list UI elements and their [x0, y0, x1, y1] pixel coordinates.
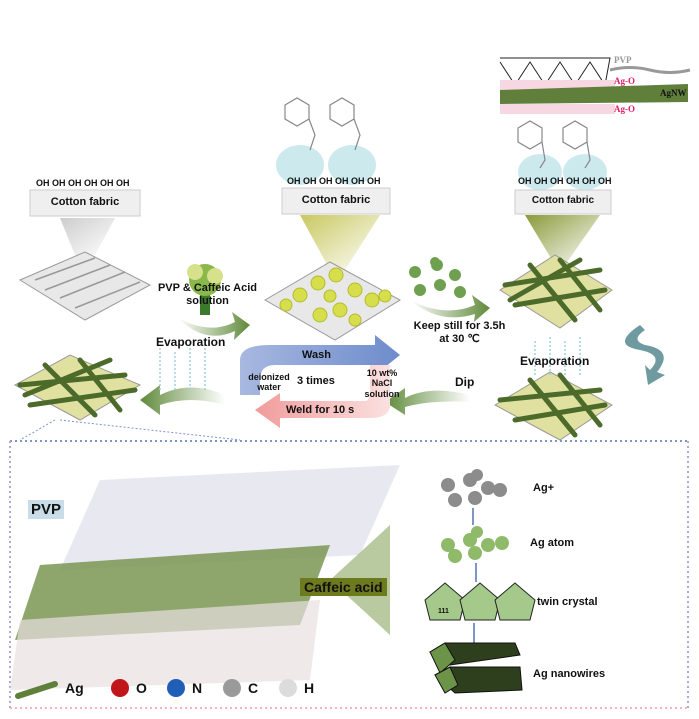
fabric-box-2	[281, 187, 391, 215]
evaporation-label-right: Evaporation	[520, 354, 590, 368]
fabric-box-1	[29, 189, 141, 217]
weld-label: Weld for 10 s	[286, 404, 355, 416]
caffeic-detail-label: Caffeic acid	[300, 578, 387, 597]
ag-o-label-1: Ag-O	[614, 76, 635, 86]
ag-o-label-2: Ag-O	[614, 104, 635, 114]
growth-twin-crystal: twin crystal	[537, 596, 598, 608]
pvp-layer	[60, 465, 400, 570]
twin-crystal-shape	[424, 582, 536, 621]
cone-2	[300, 215, 380, 270]
ag-ion-dots	[441, 469, 507, 507]
arrow-wash	[240, 335, 400, 395]
growth-ag-ion: Ag+	[533, 482, 555, 494]
caffeic-molecules	[284, 97, 591, 169]
facet-label: 111	[438, 608, 449, 615]
cone-3	[525, 215, 600, 265]
arrow-dip	[385, 388, 470, 415]
legend-ag: Ag	[65, 680, 84, 696]
legend-c: C	[248, 680, 259, 696]
fabric-box-3	[514, 189, 612, 215]
growth-ag-atom: Ag atom	[530, 537, 574, 549]
curly-arrow	[625, 325, 665, 385]
caffeic-particles	[279, 267, 392, 327]
plant-image	[187, 264, 223, 315]
dip-label: Dip	[455, 375, 475, 389]
legend-h: H	[304, 680, 315, 696]
arrow-left	[140, 385, 225, 415]
agnw-rod	[500, 84, 688, 104]
times-label: 3 times	[297, 375, 335, 387]
legend-ag-rod	[15, 681, 58, 699]
legend-o: O	[136, 680, 147, 696]
cone-1	[60, 218, 115, 255]
legend-h-dot	[279, 679, 297, 697]
oh-groups-1: OH OH OH OH OH OH	[36, 178, 130, 188]
oh-groups-2: OH OH OH OH OH OH	[287, 176, 381, 186]
evaporation-arrows	[159, 335, 581, 390]
arrow-step2	[410, 295, 490, 322]
growth-nanowires: Ag nanowires	[533, 668, 606, 680]
fabric-label-3: Cotton fabric	[531, 195, 595, 206]
ag-atom-dots	[441, 526, 509, 563]
pvp-top-label: PVP	[614, 55, 632, 65]
legend-n: N	[192, 680, 203, 696]
evaporation-label-left: Evaporation	[156, 335, 226, 349]
fabric-label-1: Cotton fabric	[50, 196, 120, 208]
agnw-network	[17, 257, 608, 438]
caffeic-layer	[10, 600, 320, 690]
arrow-weld	[255, 365, 390, 428]
pvp-chain	[499, 57, 611, 87]
legend-o-dot	[111, 679, 129, 697]
legend-n-dot	[167, 679, 185, 697]
arrow-step1	[178, 312, 250, 340]
pvp-detail-label: PVP	[28, 500, 65, 520]
fabric-weave-1	[18, 251, 152, 321]
oh-groups-3: OH OH OH OH OH OH	[518, 176, 612, 186]
growth-arrows	[472, 508, 477, 643]
agnw-label: AgNW	[660, 88, 687, 98]
ag-ion-label: Ag+	[405, 254, 415, 260]
nanowire-shape	[429, 642, 523, 694]
legend-c-dot	[223, 679, 241, 697]
ag-ion-cluster	[409, 257, 466, 298]
fabric-label-2: Cotton fabric	[301, 194, 371, 206]
wash-label: Wash	[302, 349, 331, 361]
